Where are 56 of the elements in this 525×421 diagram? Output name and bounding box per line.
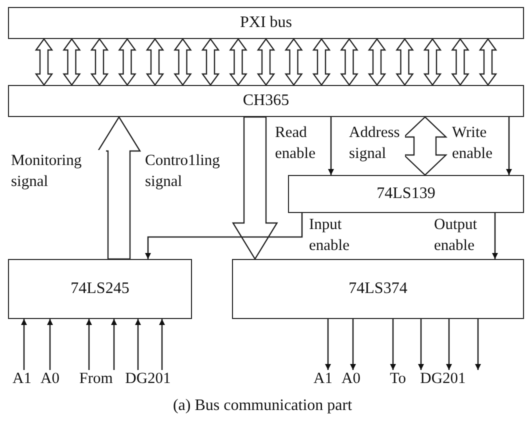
arrow [135,319,141,370]
double-arrow [34,38,54,86]
arrow [111,319,117,370]
arrow [86,319,92,370]
double-arrow [62,38,81,86]
arrow [475,319,481,370]
arrow [159,319,165,370]
arrow [21,319,27,370]
chip-box [8,259,192,319]
signal-label: A0 [342,370,360,388]
chip-name: 74LS374 [348,280,408,298]
arrow [506,117,512,175]
arrow [350,319,356,370]
edge-label: Monitoring signal [11,150,106,192]
block-arrow [402,116,448,176]
arrow [328,117,334,175]
chip-box [288,175,524,213]
double-arrow [396,38,414,86]
chip-name: 74LS139 [376,185,436,203]
arrow [492,213,498,259]
arrow [47,319,53,370]
block-arrow [232,116,278,260]
signal-label: From [79,370,113,388]
signal-label: DG201 [420,370,466,388]
double-arrow [201,38,220,86]
arrow [390,319,396,370]
double-arrow [118,38,136,86]
double-arrow [256,38,276,86]
double-arrow [312,38,331,86]
double-arrow [174,38,192,86]
chip-name: 74LS245 [70,280,130,298]
double-arrow [229,38,248,86]
chip-name: CH365 [242,92,290,110]
signal-label: To [390,370,406,388]
chip-name: PXI bus [240,14,292,32]
arrow [325,319,331,370]
signal-label: A1 [314,370,332,388]
signal-label: A1 [12,370,32,388]
chip-box [232,259,524,319]
double-arrow [340,38,358,86]
arrow [418,319,424,370]
double-arrow [90,38,109,86]
double-arrow [478,38,498,86]
double-arrow [368,38,386,86]
arrow [145,213,303,259]
double-arrow [146,38,164,86]
double-arrow [451,38,470,86]
double-arrow [423,38,442,86]
double-arrow [284,38,303,86]
arrow [446,319,452,370]
caption: (a) Bus communication part [172,397,354,415]
signal-label: A0 [40,370,60,388]
block-arrow [96,116,142,260]
chip-box [8,7,524,39]
signal-label: DG201 [125,370,171,388]
chip-box [8,85,524,117]
